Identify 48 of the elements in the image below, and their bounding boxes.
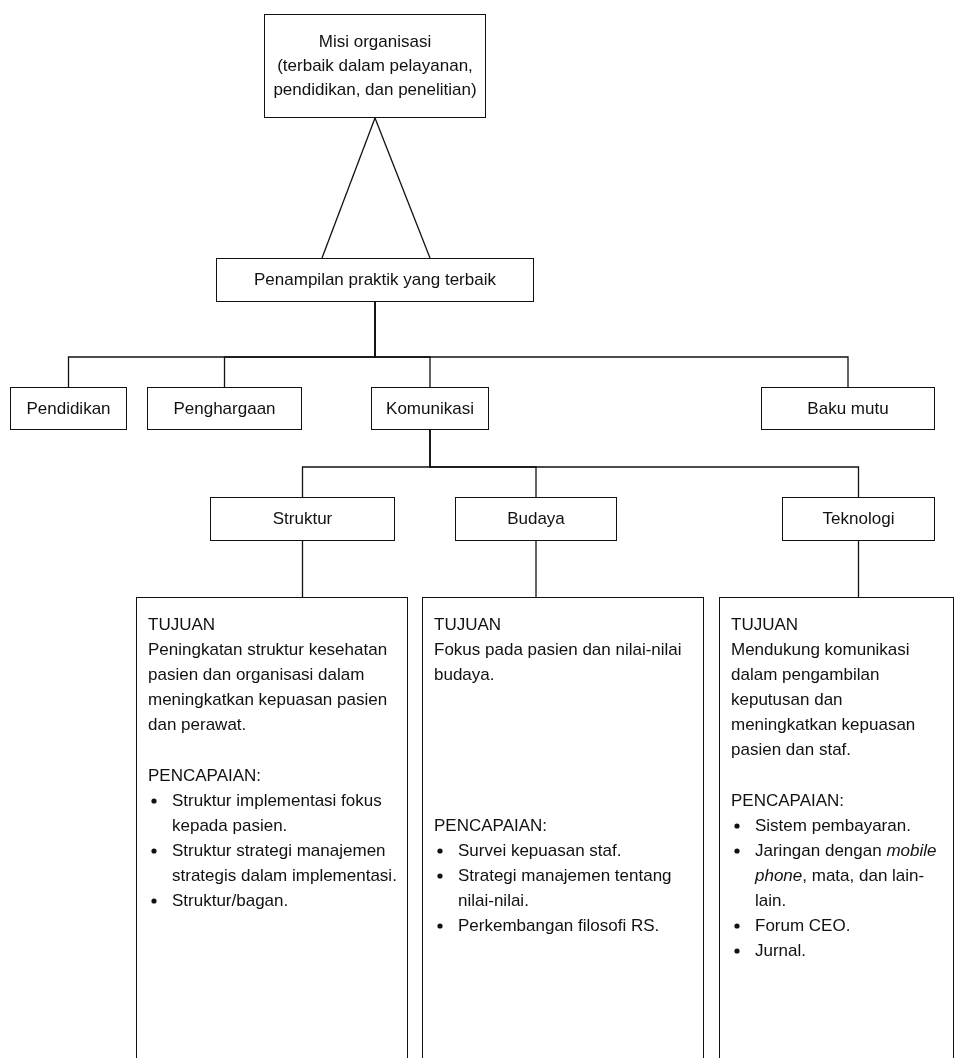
box-title: Teknologi xyxy=(822,508,895,530)
goal-text: Mendukung komunikasi dalam pengambilan keputusan dan meningkatkan kepuasan pasien dan staf. xyxy=(731,639,917,761)
connector-line xyxy=(301,540,304,598)
process-box xyxy=(147,387,302,430)
process-box xyxy=(216,258,534,302)
section-heading: PENCAPAIAN: xyxy=(731,790,846,812)
bullet-item: Survei kepuasan staf. xyxy=(458,841,622,860)
box-title: Penampilan praktik yang terbaik xyxy=(254,269,496,291)
bullet-item: Struktur implementasi fokus kepada pasien. xyxy=(172,791,382,835)
box-title: Baku mutu xyxy=(807,397,889,420)
bullet-item: Struktur strategi manajemen strategis dalam implementasi. xyxy=(172,841,397,885)
bullet-item: Jaringan dengan mobile phone, mata, dan lain-lain. xyxy=(755,841,937,910)
process-box xyxy=(371,387,489,430)
bullet-item: Perkembangan filosofi RS. xyxy=(458,916,660,935)
bullet-item: Sistem pembayaran. xyxy=(755,816,911,835)
process-box xyxy=(10,387,127,430)
connector-line xyxy=(429,429,860,498)
bullet-item: Strategi manajemen tentang nilai-nilai. xyxy=(458,866,672,910)
section-heading: TUJUAN xyxy=(731,614,800,636)
section-heading: TUJUAN xyxy=(434,614,503,636)
process-box xyxy=(782,497,935,541)
process-box xyxy=(210,497,395,541)
box-title: Budaya xyxy=(507,508,565,530)
box-subtitle: (terbaik dalam pelayanan, pendidikan, dan penelitian) xyxy=(272,55,478,101)
box-title: Komunikasi xyxy=(386,397,474,420)
process-box xyxy=(264,14,486,118)
goal-panel xyxy=(136,597,408,1058)
section-heading: TUJUAN xyxy=(148,614,217,636)
connector-line xyxy=(374,301,849,388)
connector-line xyxy=(535,540,537,598)
goal-panel xyxy=(422,597,704,1058)
process-box xyxy=(761,387,935,430)
box-title: Penghargaan xyxy=(173,397,276,420)
box-title: Misi organisasi xyxy=(318,31,432,53)
goal-text: Fokus pada pasien dan nilai-nilai budaya. xyxy=(434,639,683,686)
connector-line xyxy=(857,540,860,598)
bullet-item: Struktur/bagan. xyxy=(172,891,289,910)
box-title: Pendidikan xyxy=(26,397,111,420)
box-title: Struktur xyxy=(272,508,333,530)
connector-line xyxy=(321,117,376,259)
bullet-item: Jurnal. xyxy=(755,941,807,960)
section-heading: PENCAPAIAN: xyxy=(148,765,263,787)
bullet-item: Forum CEO. xyxy=(755,916,851,935)
goal-panel xyxy=(719,597,954,1058)
process-box xyxy=(455,497,617,541)
connector-line xyxy=(374,117,431,259)
goal-text: Peningkatan struktur kesehatan pasien dan organisasi dalam meningkatkan kepuasan pasien dan perawat. xyxy=(148,639,389,736)
section-heading: PENCAPAIAN: xyxy=(434,815,549,837)
